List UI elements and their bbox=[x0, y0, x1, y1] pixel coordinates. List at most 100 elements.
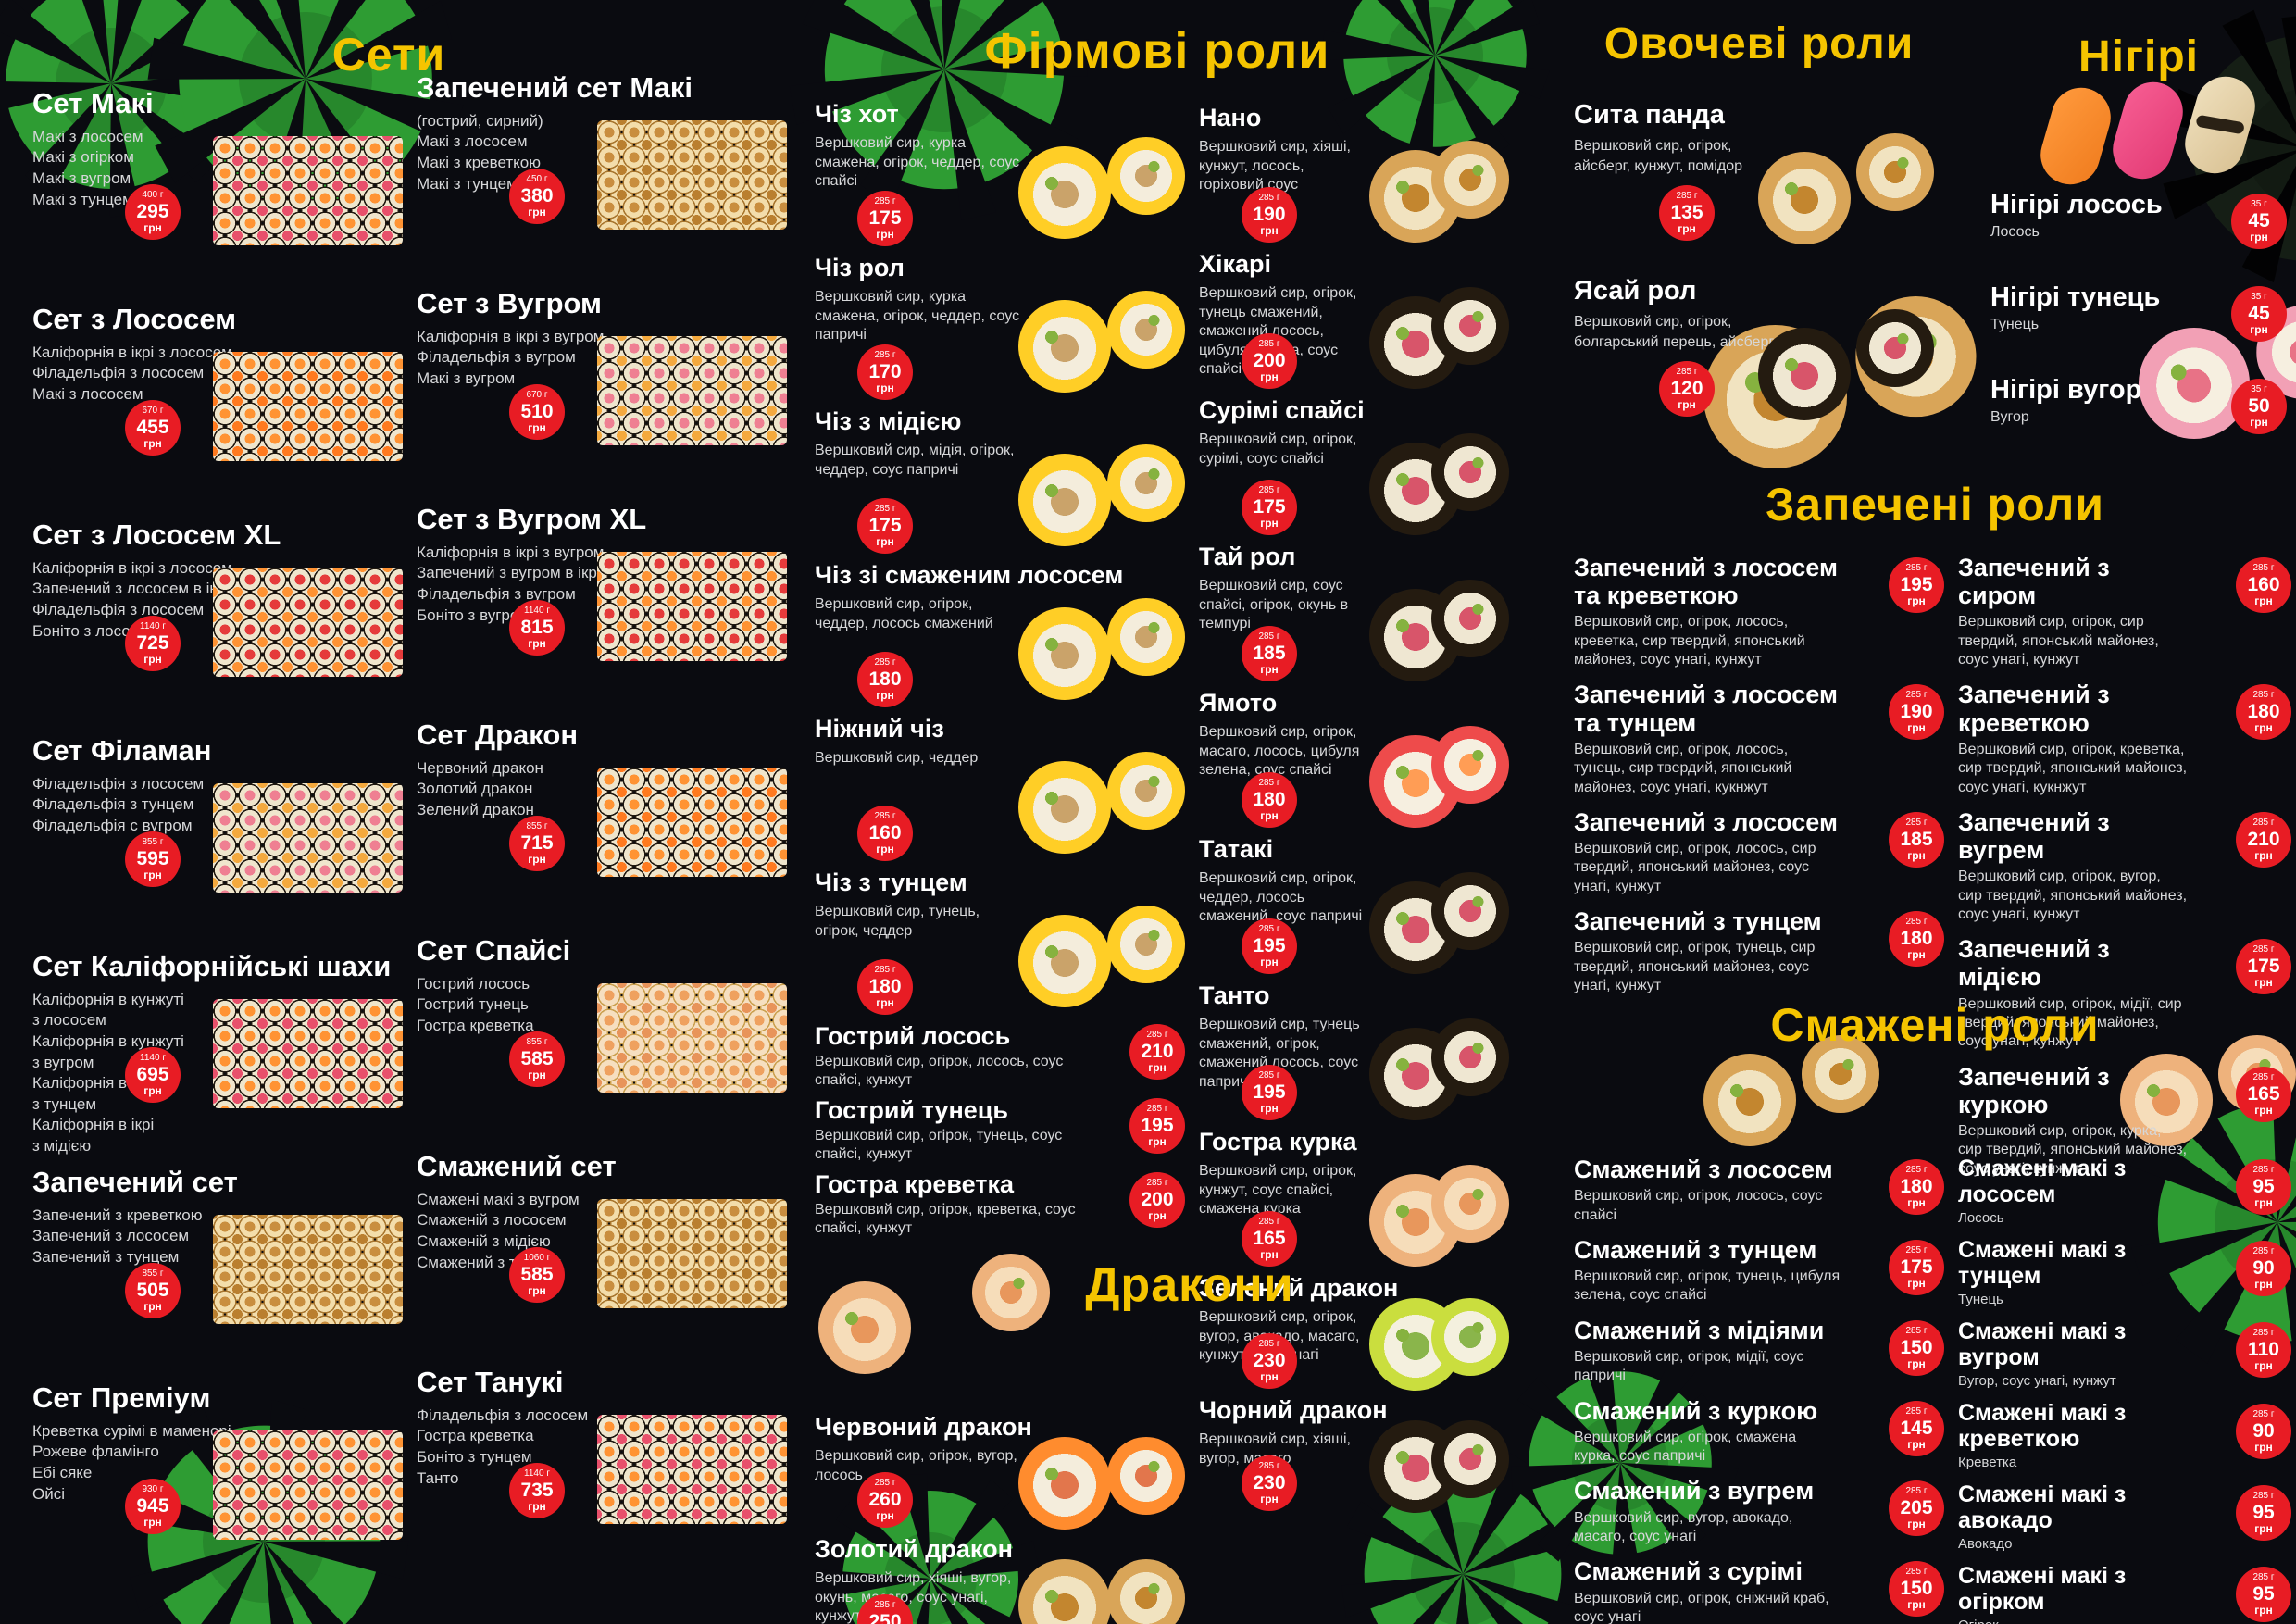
price-value: 945 bbox=[136, 1495, 169, 1517]
menu-item-title: Смажений з вугрем bbox=[1574, 1477, 1815, 1505]
menu-item-title: Сет Каліфорнійські шахи bbox=[32, 950, 392, 982]
menu-item: Гостра курка Вершковий сир, огірок, кунж… bbox=[1199, 1128, 1509, 1274]
weight-label: 285 г bbox=[2252, 563, 2275, 573]
menu-item-description: Вершковий сир, огірок, вугор, сир тверди… bbox=[1958, 868, 2188, 922]
price-badge: 285 г 180 грн bbox=[1889, 910, 1944, 967]
price-badge: 285 г 200 грн bbox=[1242, 333, 1297, 389]
menu-item-title: Чорний дракон bbox=[1199, 1396, 1388, 1424]
price-value: 230 bbox=[1253, 1350, 1286, 1371]
veggie-column: Сита панда Вершковий сир, огірок, айсбер… bbox=[1574, 100, 1940, 452]
menu-item: Сет Макі Макі з лососем Макі з огірком М… bbox=[32, 87, 403, 304]
currency-label: грн bbox=[528, 206, 546, 219]
menu-item-title: Татакі bbox=[1199, 835, 1274, 863]
menu-item: Чіз хот Вершковий сир, курка смажена, ог… bbox=[815, 100, 1185, 254]
menu-item: Гострий лосось Вершковий сир, огірок, ло… bbox=[815, 1022, 1185, 1096]
price-badge: 285 г 230 грн bbox=[1242, 1455, 1297, 1511]
weight-label: 400 г bbox=[142, 190, 164, 200]
currency-label: грн bbox=[1678, 222, 1696, 235]
weight-label: 285 г bbox=[1258, 924, 1280, 934]
menu-item: Смажений з вугрем Вершковий сир, вугор, … bbox=[1574, 1477, 1944, 1546]
weight-label: 670 г bbox=[526, 390, 548, 400]
menu-item-title: Гостра курка bbox=[1199, 1128, 1357, 1156]
currency-label: грн bbox=[1907, 1437, 1926, 1451]
currency-label: грн bbox=[2254, 721, 2273, 735]
price-value: 120 bbox=[1670, 378, 1703, 399]
price-badge: 35 г 45 грн bbox=[2231, 194, 2287, 249]
price-value: 150 bbox=[1900, 1578, 1933, 1600]
menu-item: Смажені макі з креветкою Креветка 285 г … bbox=[1958, 1400, 2291, 1471]
weight-label: 285 г bbox=[1905, 563, 1928, 573]
price-value: 150 bbox=[1900, 1336, 1933, 1358]
menu-item-title: Запечений з мідією bbox=[1958, 935, 2110, 992]
menu-item-title: Нігірі лосось bbox=[1990, 190, 2163, 219]
weight-label: 285 г bbox=[2252, 1328, 2275, 1339]
price-value: 95 bbox=[2252, 1583, 2275, 1605]
menu-item-title: Зелений дракон bbox=[1199, 1274, 1399, 1302]
currency-label: грн bbox=[2254, 1359, 2273, 1373]
section-title-sets: Сети bbox=[331, 29, 446, 81]
weight-label: 285 г bbox=[874, 657, 896, 668]
price-badge: 285 г 230 грн bbox=[1242, 1333, 1297, 1389]
menu-item: Чіз рол Вершковий сир, курка смажена, ог… bbox=[815, 254, 1185, 407]
currency-label: грн bbox=[1148, 1209, 1167, 1222]
currency-label: грн bbox=[876, 1509, 894, 1522]
price-badge: 35 г 45 грн bbox=[2231, 286, 2287, 342]
weight-label: 285 г bbox=[1258, 631, 1280, 642]
menu-item-title: Смажені макі з огірком bbox=[1958, 1563, 2127, 1616]
price-badge: 285 г 180 грн bbox=[2236, 684, 2291, 741]
weight-label: 285 г bbox=[1258, 193, 1280, 203]
menu-item-description: Запечений з креветкою Запечений з лососе… bbox=[32, 1206, 203, 1266]
section-title-nigiri: Нігірі bbox=[2078, 32, 2199, 81]
price-value: 185 bbox=[1253, 643, 1286, 664]
menu-item-description: Каліфорнія в кунжуті з лососем Каліфорні… bbox=[32, 990, 184, 1155]
weight-label: 285 г bbox=[1258, 339, 1280, 349]
price-badge: 855 г 505 грн bbox=[125, 1263, 181, 1318]
price-badge: 285 г 180 грн bbox=[857, 652, 913, 707]
weight-label: 285 г bbox=[1905, 817, 1928, 828]
menu-item: Сурімі спайсі Вершковий сир, огірок, сур… bbox=[1199, 396, 1509, 543]
price-value: 715 bbox=[520, 832, 554, 854]
price-badge: 855 г 595 грн bbox=[125, 831, 181, 887]
weight-label: 285 г bbox=[1905, 1486, 1928, 1497]
price-badge: 285 г 145 грн bbox=[1889, 1400, 1944, 1456]
currency-label: грн bbox=[876, 843, 894, 856]
sushi-photo bbox=[213, 1430, 403, 1540]
price-value: 455 bbox=[136, 417, 169, 438]
weight-label: 285 г bbox=[1676, 367, 1698, 377]
weight-label: 285 г bbox=[1258, 778, 1280, 788]
weight-label: 930 г bbox=[142, 1484, 164, 1494]
sushi-photo bbox=[1369, 1420, 1509, 1513]
menu-item: Тай рол Вершковий сир, соус спайсі, огір… bbox=[1199, 543, 1509, 689]
menu-item-description: Вершковий сир, огірок, лосось, тунець, с… bbox=[1574, 741, 1792, 795]
menu-item-title: Смажений з тунцем bbox=[1574, 1235, 1817, 1264]
price-value: 230 bbox=[1253, 1472, 1286, 1493]
price-value: 195 bbox=[1141, 1115, 1174, 1136]
sushi-photo bbox=[1758, 309, 1934, 420]
menu-item-description: Вершковий сир, огірок, лосось, соус спай… bbox=[1574, 1188, 1823, 1223]
menu-item-title: Гостра креветка bbox=[815, 1170, 1015, 1198]
price-badge: 285 г 180 грн bbox=[1889, 1159, 1944, 1215]
menu-item-title: Запечений з сиром bbox=[1958, 554, 2110, 610]
menu-item-description: Лосось bbox=[1990, 224, 2040, 241]
menu-item-title: Запечений з куркою bbox=[1958, 1062, 2110, 1118]
weight-label: 285 г bbox=[2252, 1491, 2275, 1502]
menu-item: Зелений дракон Вершковий сир, огірок, ву… bbox=[1199, 1274, 1509, 1396]
weight-label: 285 г bbox=[1258, 1217, 1280, 1227]
menu-item: Нігірі вугор Вугор 35 г 50 грн bbox=[1990, 375, 2287, 456]
price-badge: 285 г 260 грн bbox=[857, 1472, 913, 1528]
currency-label: грн bbox=[1907, 594, 1926, 607]
price-value: 180 bbox=[1900, 1176, 1933, 1197]
price-value: 505 bbox=[136, 1280, 169, 1301]
currency-label: грн bbox=[144, 653, 162, 666]
weight-label: 285 г bbox=[2252, 1246, 2275, 1257]
menu-item: Ніжний чіз Вершковий сир, чеддер 285 г 1… bbox=[815, 715, 1185, 868]
signature-column-left: Чіз хот Вершковий сир, курка смажена, ог… bbox=[815, 100, 1185, 1624]
currency-label: грн bbox=[528, 421, 546, 434]
sushi-photo bbox=[597, 983, 787, 1093]
menu-item-description: Вершковий сир, огірок, мідії, соус папри… bbox=[1574, 1348, 1804, 1384]
nigiri-column: Нігірі лосось Лосось 35 г 45 грн Нігірі … bbox=[1990, 190, 2287, 468]
weight-label: 1140 г bbox=[524, 606, 550, 616]
menu-item-title: Ямото bbox=[1199, 689, 1278, 717]
menu-item: Нігірі тунець Тунець 35 г 45 грн bbox=[1990, 282, 2287, 364]
